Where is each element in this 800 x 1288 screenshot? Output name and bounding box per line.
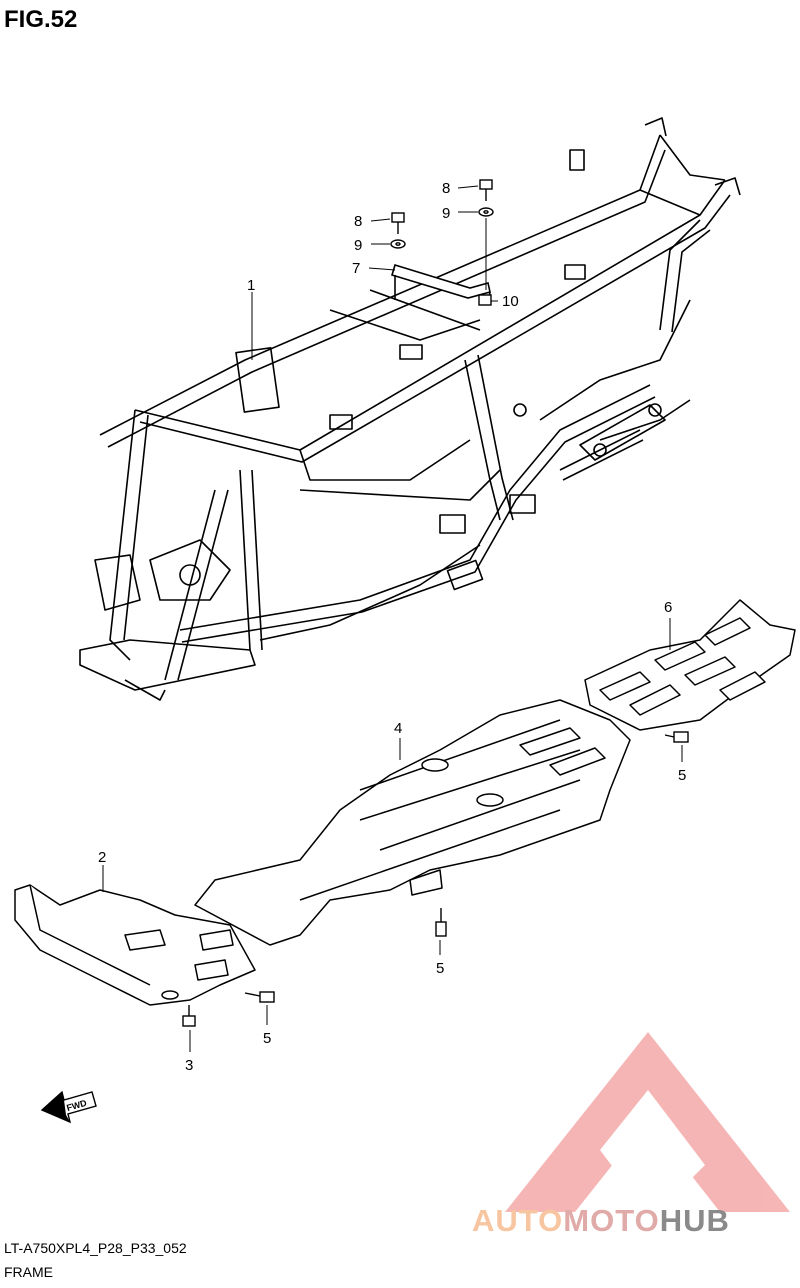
main-frame — [79, 117, 741, 701]
center-skid-plate-part-4 — [194, 699, 631, 946]
callout-8a: 8 — [354, 213, 362, 230]
callout-3: 3 — [185, 1057, 193, 1074]
callout-9b: 9 — [442, 205, 450, 222]
watermark-text-auto: AUTO — [472, 1203, 564, 1238]
callout-labels: 1 2 3 4 5 5 5 6 7 8 8 9 9 10 — [98, 180, 686, 1074]
leader-lines — [102, 185, 683, 1052]
clip-part-3 — [182, 1005, 196, 1027]
callout-6: 6 — [664, 599, 672, 616]
rear-skid-plate-part-6 — [584, 599, 796, 731]
callout-5b: 5 — [263, 1030, 271, 1047]
callout-8b: 8 — [442, 180, 450, 197]
fwd-arrow-icon: FWD — [40, 1090, 97, 1124]
front-skid-plate-part-2 — [14, 884, 256, 1006]
nut-part-10 — [478, 294, 492, 306]
callout-9a: 9 — [354, 237, 362, 254]
watermark-logo — [505, 1032, 790, 1212]
watermark-text-hub: HUB — [659, 1203, 730, 1238]
washer-part-9 — [390, 207, 494, 249]
bracket-part-7 — [391, 263, 491, 306]
diagram-code: LT-A750XPL4_P28_P33_052 — [4, 1240, 187, 1256]
callout-1: 1 — [247, 277, 255, 294]
watermark-text: AUTOMOTOHUB — [472, 1203, 730, 1239]
figure-title: FIG.52 — [4, 6, 78, 33]
bolt-part-8 — [391, 179, 493, 234]
bolt-part-5 — [244, 731, 689, 1003]
callout-5a: 5 — [436, 960, 444, 977]
callout-5c: 5 — [678, 767, 686, 784]
callout-7: 7 — [352, 260, 360, 277]
callout-4: 4 — [394, 720, 402, 737]
watermark-text-moto: MOTO — [563, 1203, 660, 1238]
callout-10: 10 — [502, 293, 519, 310]
callout-2: 2 — [98, 849, 106, 866]
diagram-name: FRAME — [4, 1264, 53, 1280]
